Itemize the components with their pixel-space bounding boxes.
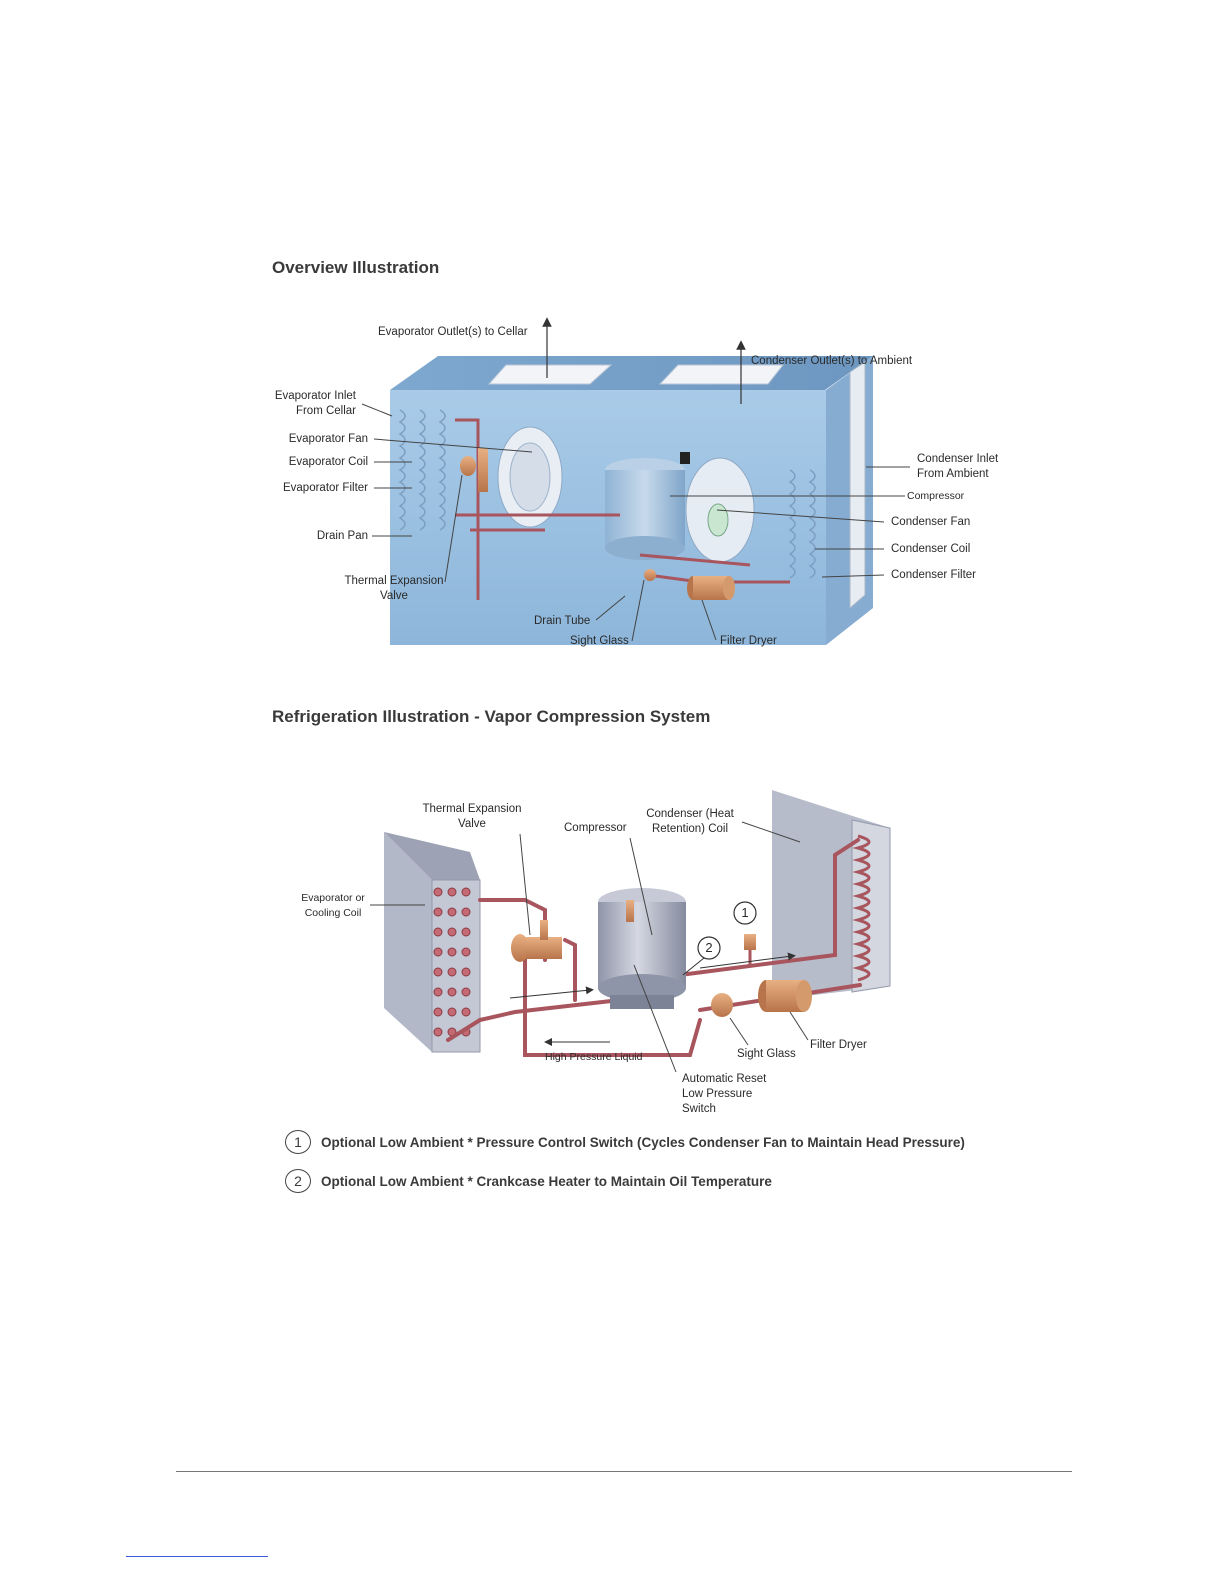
note-2-number: 2 [285,1169,311,1193]
refrigeration-sight-glass-drawing [711,993,733,1017]
marker-2-label: 2 [699,940,719,955]
note-2-text: Optional Low Ambient * Crankcase Heater … [321,1174,772,1189]
refrigeration-compressor-drawing [598,888,686,1009]
label-r-sight-glass: Sight Glass [737,1047,796,1062]
label-r-low-pressure-switch: Automatic Reset Low Pressure Switch [682,1072,766,1117]
refrigeration-filter-dryer-drawing [758,980,812,1012]
label-r-filter-dryer: Filter Dryer [810,1038,867,1053]
marker-1-label: 1 [735,905,755,920]
condenser-coil-block [772,790,890,1000]
label-r-thermal-expansion-valve: Thermal Expansion Valve [412,802,532,832]
label-r-compressor: Compressor [564,821,627,836]
note-1: 1 Optional Low Ambient * Pressure Contro… [285,1130,965,1154]
label-r-high-pressure-liquid: High Pressure Liquid [545,1050,642,1065]
evaporator-coil-block [384,832,480,1052]
label-r-condenser-coil: Condenser (Heat Retention) Coil [640,807,740,837]
note-1-text: Optional Low Ambient * Pressure Control … [321,1135,965,1150]
label-r-evaporator-coil: Evaporator or Cooling Coil [288,891,378,921]
note-2: 2 Optional Low Ambient * Crankcase Heate… [285,1169,772,1193]
note-1-number: 1 [285,1130,311,1154]
refrigeration-tev-drawing [511,920,562,962]
footer-link-underline[interactable] [126,1556,268,1557]
footer-rule [176,1471,1072,1472]
